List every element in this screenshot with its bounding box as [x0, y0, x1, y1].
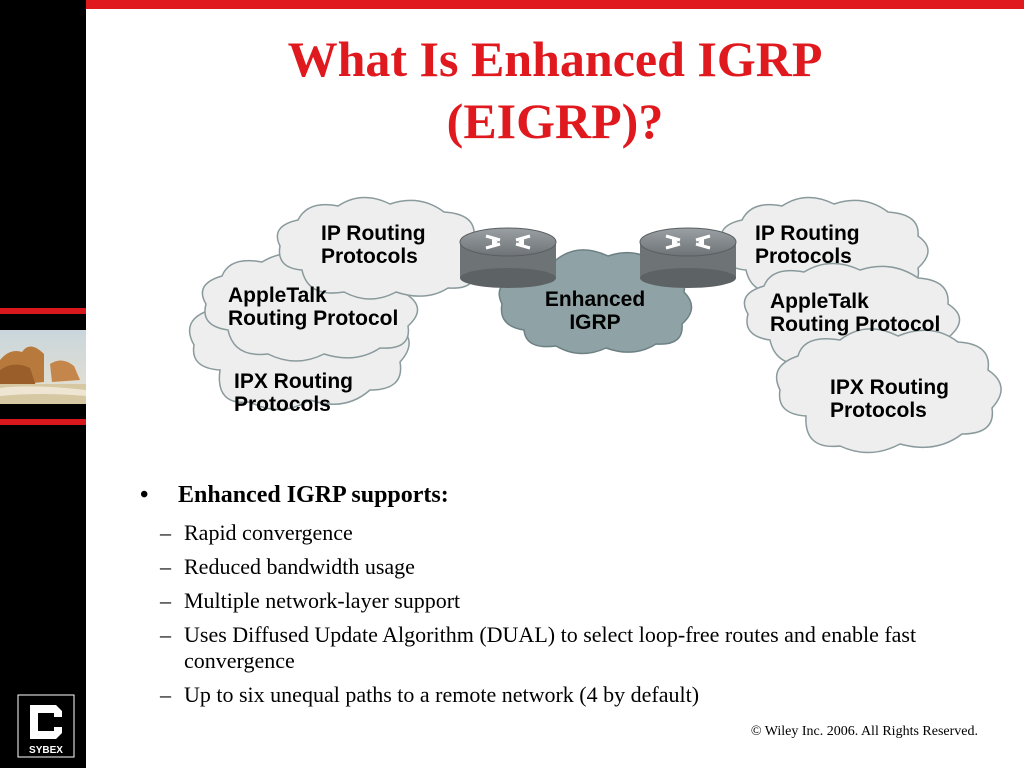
sidebar-beach-photo	[0, 330, 86, 404]
bullet-list: • Enhanced IGRP supports: –Rapid converg…	[140, 478, 1000, 708]
list-item: –Rapid convergence	[160, 520, 353, 545]
sidebar-red-stripe-bottom	[0, 419, 86, 425]
top-accent-bar	[0, 0, 1024, 9]
main-bullet-text: Enhanced IGRP supports:	[178, 482, 449, 508]
sub-bullet-list: –Rapid convergence –Reduced bandwidth us…	[140, 520, 1000, 708]
cloud-icon	[276, 196, 485, 300]
list-item: –Up to six unequal paths to a remote net…	[160, 682, 700, 707]
dash-icon: –	[160, 554, 171, 579]
list-item: –Uses Diffused Update Algorithm (DUAL) t…	[160, 622, 917, 673]
cloud-icon	[775, 328, 1002, 454]
dash-icon: –	[160, 622, 171, 647]
sidebar-red-stripe-top	[0, 308, 86, 314]
sybex-logo-text: SYBEX	[29, 745, 63, 756]
bullet-dot-icon: •	[140, 482, 149, 508]
title-line-2: (EIGRP)?	[446, 93, 664, 149]
slide-title: What Is Enhanced IGRP (EIGRP)?	[86, 28, 1024, 152]
copyright-text: © Wiley Inc. 2006. All Rights Reserved.	[750, 724, 978, 739]
dash-icon: –	[160, 520, 171, 545]
list-item: –Reduced bandwidth usage	[160, 554, 415, 579]
list-item: –Multiple network-layer support	[160, 588, 461, 613]
dash-icon: –	[160, 588, 171, 613]
router-icon	[639, 227, 737, 288]
left-sidebar: SYBEX	[0, 0, 86, 768]
dash-icon: –	[160, 682, 171, 707]
main-bullet: • Enhanced IGRP supports:	[140, 478, 1000, 512]
sybex-logo: SYBEX	[16, 693, 76, 759]
title-line-1: What Is Enhanced IGRP	[287, 31, 823, 87]
router-icon	[459, 227, 557, 288]
